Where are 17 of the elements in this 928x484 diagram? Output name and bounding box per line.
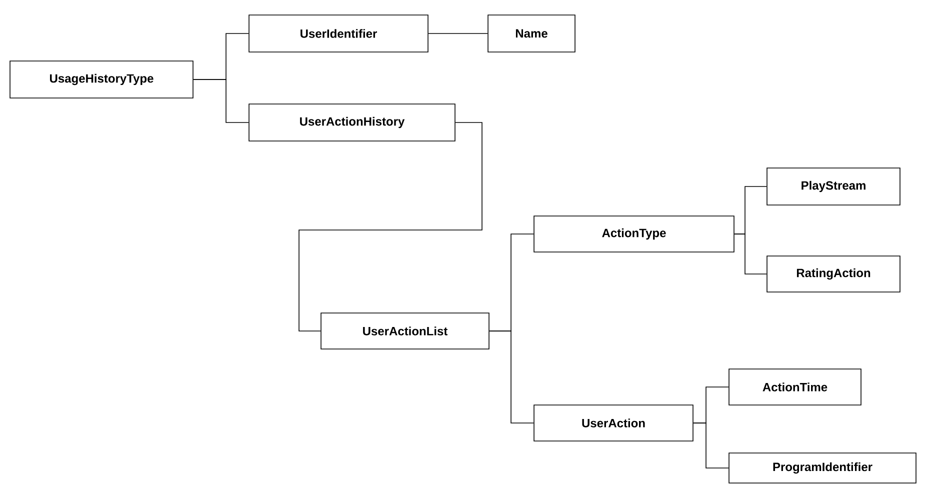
connector-line [693,422,729,468]
element-box: UserActionHistory [248,104,456,142]
element-box: RatingAction [766,256,900,292]
connector-line [298,122,482,332]
element-box: ProgramIdentifier [728,452,916,484]
connector-line [734,234,767,274]
element-box: UsageHistoryType [10,60,194,98]
element-box: UserActionList [320,312,490,350]
element-box: Name [488,14,576,52]
element-box: ActionTime [728,368,862,406]
element-box: ActionType [534,216,734,252]
connector-line [489,330,534,424]
connector-line [193,79,250,123]
element-box: UserIdentifier [248,14,428,52]
connector-line [428,33,488,34]
element-box: PlayStream [766,168,900,206]
element-box: UserAction [534,404,694,442]
